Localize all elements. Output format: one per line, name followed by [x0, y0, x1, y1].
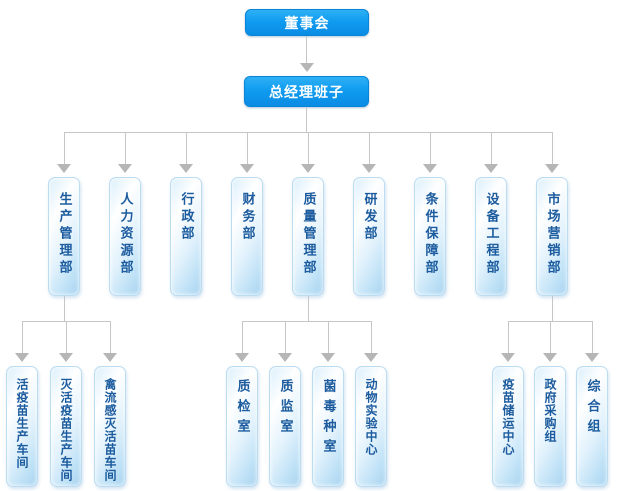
node-dept-label: 质量管理部 — [300, 192, 316, 277]
node-subunit-label: 活疫苗生产车间 — [15, 378, 29, 469]
node-dept-rd: 研发部 — [353, 177, 385, 296]
node-dept-label: 市场营销部 — [544, 192, 560, 277]
node-board-label: 董事会 — [284, 15, 330, 32]
arrow-down-icon — [423, 164, 437, 173]
node-subunit-label: 质检室 — [234, 379, 250, 439]
arrow-down-icon — [59, 353, 73, 362]
node-live-vaccine-workshop: 活疫苗生产车间 — [6, 366, 38, 487]
connector-quality-drop-3 — [328, 321, 329, 354]
node-quality-supervision-room: 质监室 — [269, 366, 301, 487]
node-dept-label: 行政部 — [178, 192, 194, 243]
connector-drop-7 — [430, 132, 431, 165]
connector-drop-1 — [64, 132, 65, 165]
arrow-down-icon — [585, 353, 599, 362]
connector-drop-3 — [186, 132, 187, 165]
arrow-down-icon — [543, 353, 557, 362]
connector-drop-8 — [491, 132, 492, 165]
node-subunit-label: 禽流感灭活苗车间 — [103, 378, 117, 482]
node-dept-label: 条件保障部 — [422, 192, 438, 277]
connector-mkt-stem — [552, 296, 553, 321]
node-dept-label: 设备工程部 — [483, 192, 499, 277]
node-animal-lab-center: 动物实验中心 — [355, 366, 387, 487]
connector-drop-6 — [369, 132, 370, 165]
arrow-down-icon — [321, 353, 335, 362]
arrow-down-icon — [364, 353, 378, 362]
connector-drop-2 — [125, 132, 126, 165]
node-avian-flu-vaccine-workshop: 禽流感灭活苗车间 — [94, 366, 126, 487]
node-subunit-label: 质监室 — [277, 379, 293, 439]
connector-drop-5 — [308, 132, 309, 165]
arrow-down-icon — [301, 164, 315, 173]
node-vaccine-storage-center: 疫苗储运中心 — [492, 366, 524, 487]
connector-quality-rail — [242, 321, 372, 322]
arrow-down-icon — [15, 353, 29, 362]
connector-mkt-drop-2 — [550, 321, 551, 354]
arrow-down-icon — [103, 353, 117, 362]
connector-drop-9 — [552, 132, 553, 165]
node-dept-finance: 财务部 — [231, 177, 263, 296]
node-dept-label: 人力资源部 — [117, 192, 133, 277]
connector-quality-stem — [308, 296, 309, 321]
node-dept-label: 研发部 — [361, 192, 377, 243]
node-gm-team-label: 总经理班子 — [269, 84, 344, 101]
node-dept-marketing: 市场营销部 — [536, 177, 568, 296]
node-dept-admin: 行政部 — [170, 177, 202, 296]
connector-prod-drop-3 — [110, 321, 111, 354]
node-subunit-label: 菌毒种室 — [320, 379, 336, 459]
node-board: 董事会 — [245, 9, 369, 36]
connector-board-gm — [306, 36, 307, 64]
connector-gm-rail — [306, 107, 307, 132]
node-dept-label: 生产管理部 — [56, 192, 72, 277]
node-dept-label: 财务部 — [239, 192, 255, 243]
node-gm-team: 总经理班子 — [244, 76, 369, 107]
arrow-down-icon — [501, 353, 515, 362]
node-qc-room: 质检室 — [226, 366, 258, 487]
node-dept-equipment-eng: 设备工程部 — [475, 177, 507, 296]
arrow-down-icon — [118, 164, 132, 173]
node-dept-quality: 质量管理部 — [292, 177, 324, 296]
node-strain-room: 菌毒种室 — [312, 366, 344, 487]
node-inactivated-vaccine-workshop: 灭活疫苗生产车间 — [50, 366, 82, 487]
connector-drop-4 — [247, 132, 248, 165]
node-general-group: 综合组 — [576, 366, 608, 487]
connector-prod-drop-2 — [66, 321, 67, 354]
arrow-down-icon — [484, 164, 498, 173]
connector-prod-stem — [64, 296, 65, 321]
node-subunit-label: 综合组 — [584, 379, 600, 439]
connector-quality-drop-1 — [242, 321, 243, 354]
node-subunit-label: 灭活疫苗生产车间 — [59, 378, 73, 482]
connector-mkt-drop-3 — [592, 321, 593, 354]
connector-quality-drop-4 — [371, 321, 372, 354]
connector-mkt-drop-1 — [508, 321, 509, 354]
node-dept-condition-support: 条件保障部 — [414, 177, 446, 296]
arrow-down-icon — [235, 353, 249, 362]
node-govt-procurement-group: 政府采购组 — [534, 366, 566, 487]
node-subunit-label: 政府采购组 — [543, 378, 557, 443]
arrow-down-icon — [240, 164, 254, 173]
arrow-down-icon — [545, 164, 559, 173]
arrow-down-icon — [362, 164, 376, 173]
arrow-down-icon — [179, 164, 193, 173]
arrow-down-icon — [300, 63, 314, 72]
connector-prod-drop-1 — [22, 321, 23, 354]
node-dept-hr: 人力资源部 — [109, 177, 141, 296]
node-subunit-label: 动物实验中心 — [364, 378, 378, 456]
node-dept-production-mgmt: 生产管理部 — [48, 177, 80, 296]
node-subunit-label: 疫苗储运中心 — [501, 378, 515, 456]
arrow-down-icon — [57, 164, 71, 173]
connector-quality-drop-2 — [285, 321, 286, 354]
arrow-down-icon — [278, 353, 292, 362]
